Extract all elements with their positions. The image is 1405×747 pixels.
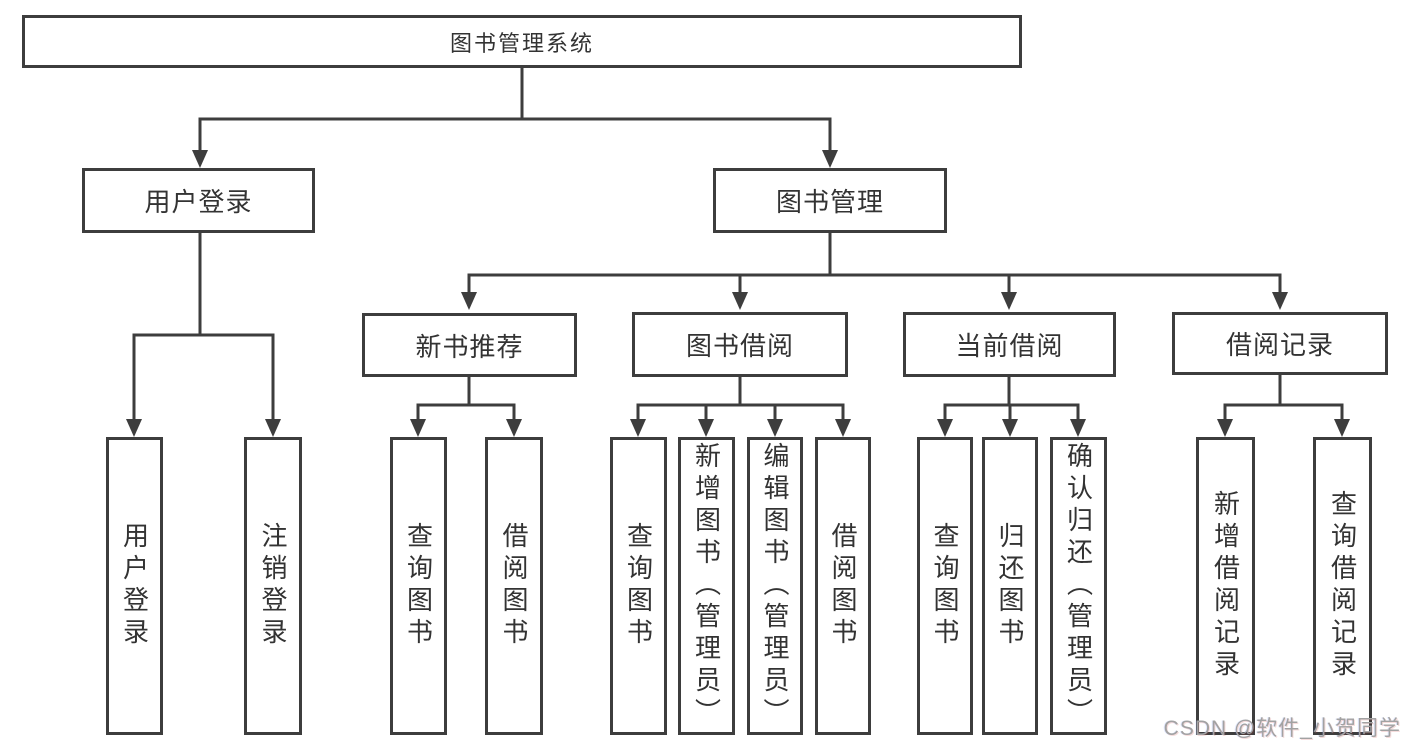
leaf-borrow-book: 借阅图书 <box>815 437 871 735</box>
leaf-label: 借阅图书 <box>499 522 529 650</box>
leaf-add-book-admin: 新增图书（管理员） <box>678 437 735 735</box>
node-new-book-recommend: 新书推荐 <box>362 313 577 377</box>
leaf-label: 借阅图书 <box>828 522 858 650</box>
node-borrow-record: 借阅记录 <box>1172 312 1388 375</box>
leaf-borrow-book-recommend: 借阅图书 <box>485 437 543 735</box>
leaf-user-login: 用户登录 <box>106 437 163 735</box>
leaf-label: 新增借阅记录 <box>1210 490 1241 682</box>
leaf-edit-book-admin: 编辑图书（管理员） <box>747 437 803 735</box>
leaf-label: 查询图书 <box>623 522 654 650</box>
leaf-label: 注销登录 <box>258 522 288 650</box>
leaf-logout: 注销登录 <box>244 437 302 735</box>
node-user-login: 用户登录 <box>82 168 315 233</box>
arrowheads <box>126 150 1350 437</box>
node-book-management: 图书管理 <box>713 168 947 233</box>
leaf-label: 确认归还（管理员） <box>1063 442 1094 730</box>
leaf-label: 归还图书 <box>995 522 1025 650</box>
leaf-label: 查询借阅记录 <box>1327 490 1358 682</box>
leaf-label: 用户登录 <box>119 522 150 650</box>
leaf-add-borrow-record: 新增借阅记录 <box>1196 437 1255 735</box>
leaf-query-borrow-record: 查询借阅记录 <box>1313 437 1372 735</box>
leaf-query-book-recommend: 查询图书 <box>390 437 447 735</box>
leaf-label: 查询图书 <box>403 522 434 650</box>
node-book-borrow: 图书借阅 <box>632 312 848 377</box>
leaf-return-book: 归还图书 <box>982 437 1038 735</box>
node-current-borrow: 当前借阅 <box>903 312 1116 377</box>
leaf-query-book-current: 查询图书 <box>917 437 973 735</box>
node-system-title: 图书管理系统 <box>22 15 1022 68</box>
csdn-watermark: CSDN @软件_小贺同学 <box>1163 717 1401 740</box>
leaf-query-book-borrow: 查询图书 <box>610 437 667 735</box>
leaf-label: 编辑图书（管理员） <box>760 442 790 730</box>
leaf-confirm-return-admin: 确认归还（管理员） <box>1050 437 1107 735</box>
leaf-label: 新增图书（管理员） <box>691 442 722 730</box>
leaf-label: 查询图书 <box>930 522 960 650</box>
